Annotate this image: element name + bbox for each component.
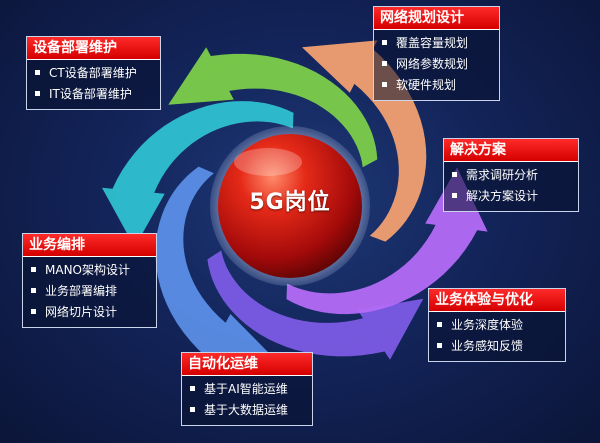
bullet-icon (437, 343, 442, 348)
panel-title: 自动化运维 (182, 353, 312, 376)
bullet-icon (452, 172, 457, 177)
bullet-icon (31, 309, 36, 314)
panel-service-experience: 业务体验与优化 业务深度体验 业务感知反馈 (428, 288, 566, 362)
bullet-icon (190, 386, 195, 391)
panel-title: 业务编排 (23, 234, 156, 257)
bullet-icon (382, 61, 387, 66)
bullet-icon (31, 267, 36, 272)
arrow-violet (286, 167, 488, 315)
panel-title: 网络规划设计 (374, 7, 499, 30)
list-item: 解决方案设计 (452, 186, 572, 207)
bullet-icon (190, 407, 195, 412)
list-item: CT设备部署维护 (35, 63, 154, 84)
panel-solution: 解决方案 需求调研分析 解决方案设计 (443, 138, 579, 212)
center-sphere (218, 134, 362, 278)
bullet-icon (31, 288, 36, 293)
list-item: 软硬件规划 (382, 75, 493, 96)
list-item: 基于AI智能运维 (190, 379, 306, 400)
bullet-icon (452, 193, 457, 198)
panel-equipment-deployment: 设备部署维护 CT设备部署维护 IT设备部署维护 (26, 36, 161, 110)
list-item: 覆盖容量规划 (382, 33, 493, 54)
bullet-icon (35, 70, 40, 75)
panel-network-planning: 网络规划设计 覆盖容量规划 网络参数规划 软硬件规划 (373, 6, 500, 101)
list-item: IT设备部署维护 (35, 84, 154, 105)
list-item: 业务深度体验 (437, 315, 559, 336)
list-item: 业务感知反馈 (437, 336, 559, 357)
sphere-highlight (234, 148, 302, 176)
bullet-icon (437, 322, 442, 327)
list-item: 网络切片设计 (31, 302, 150, 323)
panel-title: 业务体验与优化 (429, 289, 565, 312)
list-item: MANO架构设计 (31, 260, 150, 281)
bullet-icon (382, 40, 387, 45)
panel-title: 解决方案 (444, 139, 578, 162)
panel-automation-ops: 自动化运维 基于AI智能运维 基于大数据运维 (181, 352, 313, 426)
arrow-green (168, 47, 378, 168)
center-label: 5G岗位 (249, 190, 331, 215)
panel-title: 设备部署维护 (27, 37, 160, 60)
list-item: 业务部署编排 (31, 281, 150, 302)
bullet-icon (382, 82, 387, 87)
arrow-cyan (102, 101, 294, 248)
panel-service-orchestration: 业务编排 MANO架构设计 业务部署编排 网络切片设计 (22, 233, 157, 328)
arrow-purple (207, 250, 424, 360)
list-item: 网络参数规划 (382, 54, 493, 75)
list-item: 基于大数据运维 (190, 400, 306, 421)
bullet-icon (35, 91, 40, 96)
arrow-blue (155, 166, 276, 366)
list-item: 需求调研分析 (452, 165, 572, 186)
